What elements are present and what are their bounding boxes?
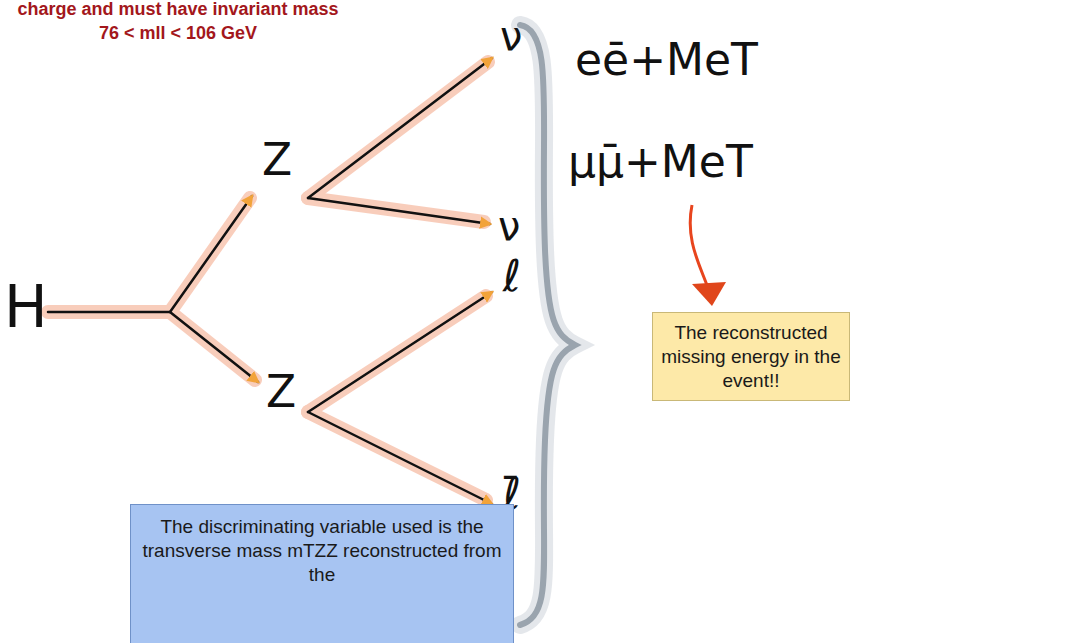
box-text: The reconstructed missing energy in the … <box>661 321 841 392</box>
note-text: 76 < mll < 106 GeV <box>99 24 257 44</box>
callout-box: The reconstructed missing energy in the … <box>652 312 850 401</box>
particle-symbol: ℓ <box>503 252 521 300</box>
particle-symbol: Z <box>266 368 296 416</box>
pointer-arrow <box>690 205 726 306</box>
final-state: μμ̄+MeT <box>568 138 753 186</box>
particle-symbol: ν <box>500 14 522 58</box>
particle-symbol: H <box>4 276 48 340</box>
final-state: eē+MeT <box>575 36 758 84</box>
particle-symbol: ν <box>498 204 520 248</box>
box-text: The discriminating variable used is the … <box>141 515 503 586</box>
info-box: The discriminating variable used is the … <box>130 504 514 643</box>
note-text: charge and must have invariant mass <box>17 0 338 20</box>
particle-lines <box>48 58 492 504</box>
curly-brace <box>520 25 575 625</box>
particle-symbol: Z <box>262 136 292 184</box>
glow <box>48 62 488 500</box>
